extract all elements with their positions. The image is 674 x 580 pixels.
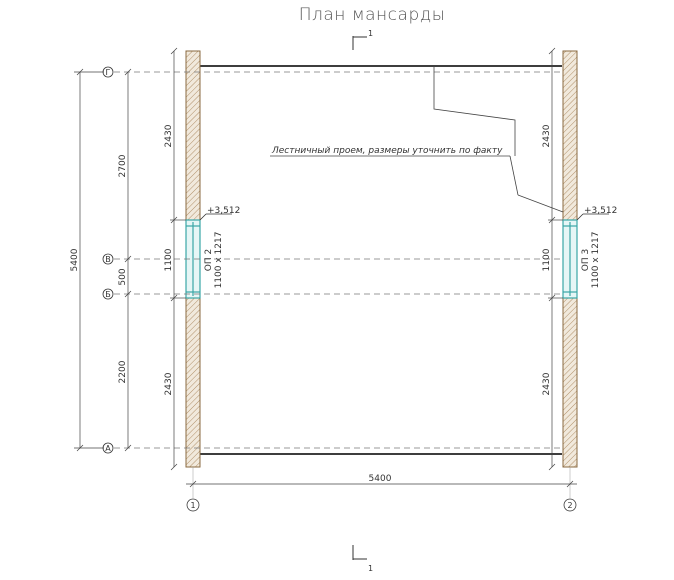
dim-wall-top-right: 2430 [542,124,552,147]
section-mark-top-label: 1 [368,29,373,38]
dim-total-width: 5400 [369,474,392,484]
dim-chain-inner [124,68,132,452]
dim-total-height: 5400 [70,248,80,271]
stair-leader [270,66,564,213]
wall-right-bottom [562,297,578,468]
dim-wall-right [548,47,563,471]
plan-title: План мансарды [299,5,446,25]
axis-label-2: 2 [567,501,572,510]
dim-bottom [186,480,577,488]
dim-window-right: 1100 [542,248,552,271]
dim-seg-top: 2700 [118,154,128,177]
opening-right-label: ОП 3 [581,249,591,271]
wall-right-top [562,50,578,221]
window-right [562,219,578,299]
opening-left-size: 1100 х 1217 [214,232,224,289]
section-mark-top [352,36,367,50]
dim-wall-left [170,47,186,471]
axis-label-1: 1 [190,501,195,510]
opening-left-label: ОП 2 [204,249,214,271]
dim-seg-bottom: 2200 [118,360,128,383]
axis-vertical-lines [192,467,571,498]
dim-wall-top-left: 2430 [164,124,174,147]
level-right: +3,512 [584,206,617,216]
wall-left-top [185,50,201,221]
axis-col-markers [186,498,577,512]
section-mark-bottom-label: 1 [368,564,373,573]
axis-label-a: А [105,444,111,453]
dim-window-left: 1100 [164,248,174,271]
dim-wall-bottom-right: 2430 [542,372,552,395]
axis-label-v: В [105,255,111,264]
dim-chain-outer [74,68,104,452]
level-left: +3,512 [207,206,240,216]
wall-left-bottom [185,297,201,468]
axis-row-markers [102,66,114,454]
level-mark-left [199,213,232,221]
axis-label-b: Б [105,290,111,299]
room-outline [200,65,562,455]
axis-lines [114,71,562,449]
section-mark-bottom [352,545,367,560]
axis-label-g: Г [106,68,111,77]
dim-seg-mid: 500 [118,268,128,285]
level-mark-right [576,213,609,221]
opening-right-size: 1100 х 1217 [591,232,601,289]
dim-wall-bottom-left: 2430 [164,372,174,395]
stair-note: Лестничный проем, размеры уточнить по фа… [271,146,503,156]
